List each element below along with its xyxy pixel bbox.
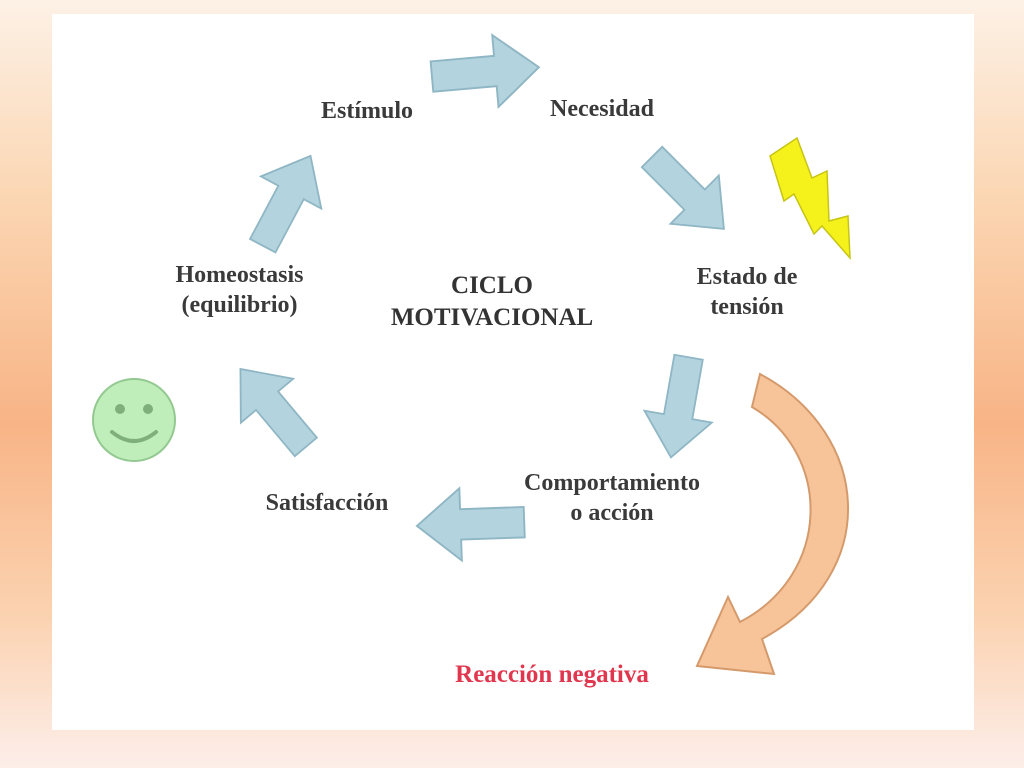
negative-reaction-arrow [695, 372, 850, 676]
diagram-panel: CICLO MOTIVACIONAL Estímulo Necesidad Es… [52, 14, 974, 730]
node-necesidad: Necesidad [522, 94, 682, 124]
arrow-estado-to-comportamiento [636, 350, 724, 465]
node-satisfaccion-label: Satisfacción [265, 490, 389, 516]
node-homeostasis-line-2: (equilibrio) [181, 292, 298, 318]
node-necesidad-label: Necesidad [550, 96, 654, 122]
node-satisfaccion: Satisfacción [232, 488, 422, 518]
title-line-1: CICLO [451, 272, 533, 299]
node-comportamiento-line-2: o acción [570, 500, 654, 526]
node-estimulo: Estímulo [297, 96, 437, 126]
node-homeostasis: Homeostasis (equilibrio) [147, 260, 332, 320]
lightning-bolt-icon [769, 136, 851, 261]
title-line-2: MOTIVACIONAL [390, 304, 594, 331]
node-comportamiento-line-1: Comportamiento [524, 470, 700, 496]
node-estado-line-1: Estado de [696, 264, 798, 290]
node-estimulo-label: Estímulo [320, 98, 413, 124]
arrow-necesidad-to-estado [626, 131, 749, 254]
arrow-satisfaccion-to-homeostasis [213, 346, 333, 470]
negative-reaction-label: Reacción negativa [422, 660, 682, 690]
arrow-homeostasis-to-estimulo [231, 138, 342, 263]
negative-reaction-text: Reacción negativa [455, 661, 649, 688]
node-estado-line-2: tensión [710, 294, 784, 320]
node-comportamiento: Comportamiento o acción [497, 468, 727, 528]
smiley-face-icon [92, 378, 176, 462]
node-estado-de-tension: Estado de tensión [672, 262, 822, 322]
node-homeostasis-line-1: Homeostasis [175, 262, 304, 288]
diagram-graphics [92, 30, 851, 676]
diagram-title: CICLO MOTIVACIONAL [342, 270, 642, 334]
